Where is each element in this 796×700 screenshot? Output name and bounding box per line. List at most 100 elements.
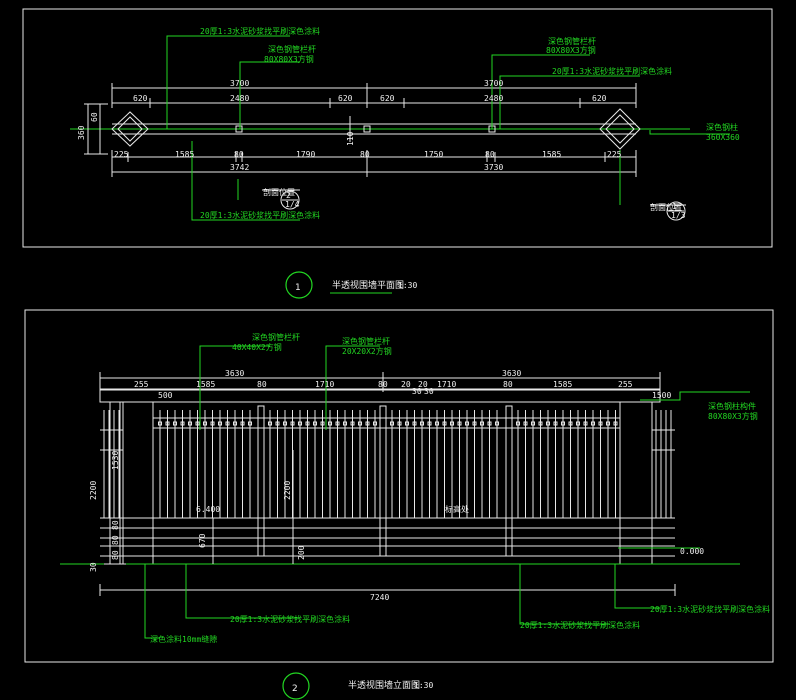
dim: 620 (592, 94, 607, 103)
picket-collar (283, 421, 287, 426)
picket-collar (442, 421, 447, 426)
picket-collar (328, 421, 332, 426)
picket-collar (457, 421, 462, 426)
note: 20厚1:3水泥砂浆找平刷深色涂料 (230, 614, 350, 624)
marker-sub: 1/3 (671, 211, 686, 220)
picket-collar (365, 421, 370, 426)
dim: 1750 (424, 150, 443, 159)
plan-title: 半透视围墙平面图 (332, 279, 404, 291)
elevation-mark: 0.000 (680, 547, 704, 556)
note: 深色钢柱构件 (708, 401, 756, 411)
picket-collar (397, 421, 402, 426)
elevation-mark: 标高处 (445, 504, 469, 514)
picket-collar (240, 421, 245, 426)
dim: 670 (198, 533, 207, 548)
dim: 360 (77, 125, 86, 140)
marker-number: 2 (286, 191, 291, 200)
dim: 1530 (111, 451, 120, 470)
picket-collar (613, 421, 618, 426)
right-pillar (599, 108, 641, 150)
picket-collar (313, 421, 317, 426)
note: 360X360 (706, 133, 740, 142)
dim: 2200 (283, 481, 292, 500)
dim: 80 (111, 535, 120, 545)
dim: 225 (607, 150, 622, 159)
picket-collar (305, 421, 310, 426)
dim: 80 (111, 520, 120, 530)
marker-number: 1 (672, 202, 677, 211)
picket-collar (538, 421, 543, 426)
note: 80X80X3方钢 (264, 54, 314, 64)
picket-collar (546, 421, 550, 426)
note: 深色钢柱 (706, 122, 738, 132)
picket-collar (268, 421, 272, 426)
section-marker-2 (280, 190, 300, 210)
picket-collar (210, 421, 215, 426)
picket-collar (553, 421, 558, 426)
dim: 7240 (370, 593, 389, 602)
picket-collar (583, 421, 588, 426)
picket-collar (576, 421, 580, 426)
title-circle (282, 672, 310, 700)
picket-collar (275, 421, 280, 426)
picket-collar (523, 421, 528, 426)
dim: 1585 (196, 380, 215, 389)
picket-collar (195, 421, 200, 426)
picket-collar (465, 421, 469, 426)
picket-collar (480, 421, 484, 426)
dim: 3630 (225, 369, 244, 378)
picket-collar (412, 421, 417, 426)
right-pillar (619, 401, 653, 565)
picket-collar (405, 421, 409, 426)
picket-collar (568, 421, 573, 426)
marker-label: 剖面位置 (650, 202, 682, 212)
dim: 60 (90, 112, 99, 122)
picket-collar (390, 421, 394, 426)
picket-collar (561, 421, 565, 426)
picket-collar (420, 421, 424, 426)
picket-collar (350, 421, 355, 426)
plan-frame (22, 8, 773, 248)
dim: 620 (133, 94, 148, 103)
dim: 620 (338, 94, 353, 103)
elevation-mark: 6.400 (196, 505, 220, 514)
picket-collar (427, 421, 432, 426)
picket-collar (290, 421, 295, 426)
dim: 2480 (484, 94, 503, 103)
elevation-view (60, 345, 750, 639)
picket-collar (233, 421, 237, 426)
picket-collar (225, 421, 230, 426)
dim: 1585 (553, 380, 572, 389)
note: 深色钢管栏杆 (342, 336, 390, 346)
note: 深色钢管栏杆 (268, 44, 316, 54)
elevation-frame (24, 309, 774, 663)
note: 20厚1:3水泥砂浆找平刷深色涂料 (200, 26, 320, 36)
picket-collar (472, 421, 477, 426)
dim: 30 (89, 562, 98, 572)
dim: 80 (360, 150, 370, 159)
dim: 80 (485, 150, 495, 159)
picket-collar (203, 421, 207, 426)
note: 20厚1:3水泥砂浆找平刷深色涂料 (552, 66, 672, 76)
dim: 30 (412, 387, 422, 396)
dim: 80 (257, 380, 267, 389)
dim: 1710 (437, 380, 456, 389)
elevation-scale: 1:30 (414, 681, 433, 690)
dim: 500 (158, 391, 173, 400)
picket-collar (173, 421, 177, 426)
picket-collar (335, 421, 340, 426)
note: 20厚1:3水泥砂浆找平刷深色涂料 (520, 620, 640, 630)
dim: 2200 (89, 481, 98, 500)
picket-group (103, 410, 672, 518)
dim: 1585 (175, 150, 194, 159)
dim: 3700 (230, 79, 249, 88)
picket-collar (188, 421, 192, 426)
coping (99, 389, 661, 403)
dim: 255 (134, 380, 149, 389)
dim: 225 (114, 150, 129, 159)
plan-view (70, 35, 730, 221)
picket-collar (373, 421, 377, 426)
note: 深色涂料10mm缝隙 (150, 634, 217, 644)
dim: 3700 (484, 79, 503, 88)
